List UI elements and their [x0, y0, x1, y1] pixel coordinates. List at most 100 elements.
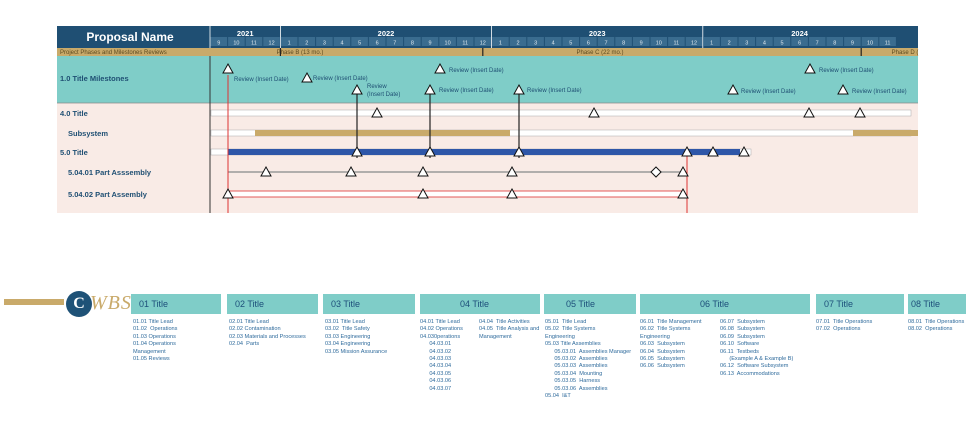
row-label: Subsystem	[68, 129, 108, 138]
phase-label: Phase B (13 mo.)	[277, 50, 324, 56]
wbs-item: 06.06 Subsystem	[640, 363, 685, 370]
row-label: 4.0 Title	[60, 109, 88, 118]
month-label: 8	[833, 41, 836, 47]
month-cell	[580, 37, 597, 46]
month-cell	[808, 37, 826, 46]
task-triangle	[506, 165, 518, 177]
task-triangle	[260, 165, 272, 177]
track-4-0	[210, 109, 912, 117]
month-label: 1	[288, 41, 291, 47]
task-triangle	[424, 145, 436, 157]
task-triangle	[681, 145, 693, 157]
month-cell	[210, 37, 228, 46]
wbs-item: 06.13 Accommodations	[720, 370, 780, 377]
milestone-label: Review (Insert Date)	[741, 89, 796, 95]
wbs-item: 02.02 Contamination	[229, 326, 281, 333]
month-label: 9	[428, 41, 431, 47]
month-label: 1	[499, 41, 502, 47]
year-label: 2023	[589, 29, 606, 38]
wbs-item: 07.01 Title Operations	[816, 319, 873, 325]
wbs-item: 01.03 Operations	[133, 333, 176, 340]
month-label: 4	[552, 41, 555, 47]
month-label: 12	[691, 41, 697, 47]
wbs-item: 06.02 Title Systems	[640, 326, 691, 333]
month-label: 2	[305, 41, 308, 47]
phase-label: Phase C (22 mo.)	[576, 50, 623, 56]
diamond-milestone	[650, 166, 662, 178]
month-label: 9	[851, 41, 854, 47]
task-triangle	[803, 106, 815, 118]
wbs-item: 06.10 Software	[720, 341, 760, 348]
wbs-item: 01.04 Operations	[133, 341, 176, 348]
month-cell	[756, 37, 773, 46]
task-triangle	[417, 187, 429, 199]
month-cell	[509, 37, 527, 46]
wbs-item: Management	[479, 333, 512, 340]
wbs-logo-text: WBS	[90, 292, 132, 314]
bar-5-04-02	[227, 190, 684, 198]
milestone-label: Review (Insert Date)	[527, 88, 582, 94]
wbs-item: 03.02 Title Safety	[325, 326, 370, 333]
wbs-item: 06.05 Subsystem	[640, 356, 685, 363]
wbs-header-02: 02 Title	[227, 294, 318, 314]
month-cell	[527, 37, 544, 46]
task-triangle	[588, 106, 600, 118]
wbs-item: Engineering	[545, 333, 575, 340]
milestone-label: Review (Insert Date)	[234, 77, 289, 83]
wbs-item: 03.01 Title Lead	[325, 319, 365, 325]
row-label: 1.0 Title Milestones	[60, 74, 129, 83]
row-label: 5.04.02 Part Assembly	[68, 190, 148, 199]
month-label: 11	[674, 41, 680, 47]
month-label: 11	[462, 41, 468, 47]
month-label: 5	[569, 41, 572, 47]
task-triangle	[222, 187, 234, 199]
milestone-triangle	[434, 62, 446, 74]
month-cell	[597, 37, 615, 46]
month-cell	[861, 37, 879, 46]
wbs-header-03: 03 Title	[323, 294, 415, 314]
month-cell	[280, 37, 298, 46]
task-triangle	[677, 187, 689, 199]
milestone-row-bg	[57, 56, 918, 103]
month-label: 9	[217, 41, 220, 47]
bar-subsystem-a	[255, 130, 510, 136]
month-label: 3	[534, 41, 537, 47]
milestone-label: Review (Insert Date)	[819, 68, 874, 74]
month-cell	[844, 37, 861, 46]
month-label: 7	[393, 41, 396, 47]
wbs-accent-bar	[4, 299, 64, 305]
month-label: 1	[710, 41, 713, 47]
phase-row-label: Project Phases and Milestones Reviews	[60, 50, 167, 56]
wbs-item: 05.04 I&T	[545, 393, 571, 400]
month-cell	[228, 37, 245, 46]
wbs-item: Management	[133, 348, 166, 355]
month-label: 2	[728, 41, 731, 47]
wbs-item: 05.03 Title Assemblies	[545, 341, 601, 348]
month-cell	[826, 37, 844, 46]
milestone-triangle	[222, 62, 234, 74]
task-triangle	[513, 145, 525, 157]
wbs-item: 05.03.03 Assemblies	[545, 363, 608, 370]
month-label: 8	[622, 41, 625, 47]
month-label: 7	[816, 41, 819, 47]
row-label: 5.0 Title	[60, 148, 88, 157]
wbs-item: 02.04 Parts	[229, 341, 260, 348]
month-label: 4	[763, 41, 766, 47]
wbs-header-01: 01 Title	[131, 294, 221, 314]
month-label: 10	[233, 41, 239, 47]
month-cell	[773, 37, 791, 46]
month-cell	[333, 37, 351, 46]
wbs-item: (Example A & Example B)	[720, 356, 794, 363]
month-label: 3	[745, 41, 748, 47]
task-triangle	[417, 165, 429, 177]
month-cell	[386, 37, 404, 46]
task-triangle	[351, 145, 363, 157]
wbs-item: 04.05 Title Analysis and	[479, 326, 540, 333]
